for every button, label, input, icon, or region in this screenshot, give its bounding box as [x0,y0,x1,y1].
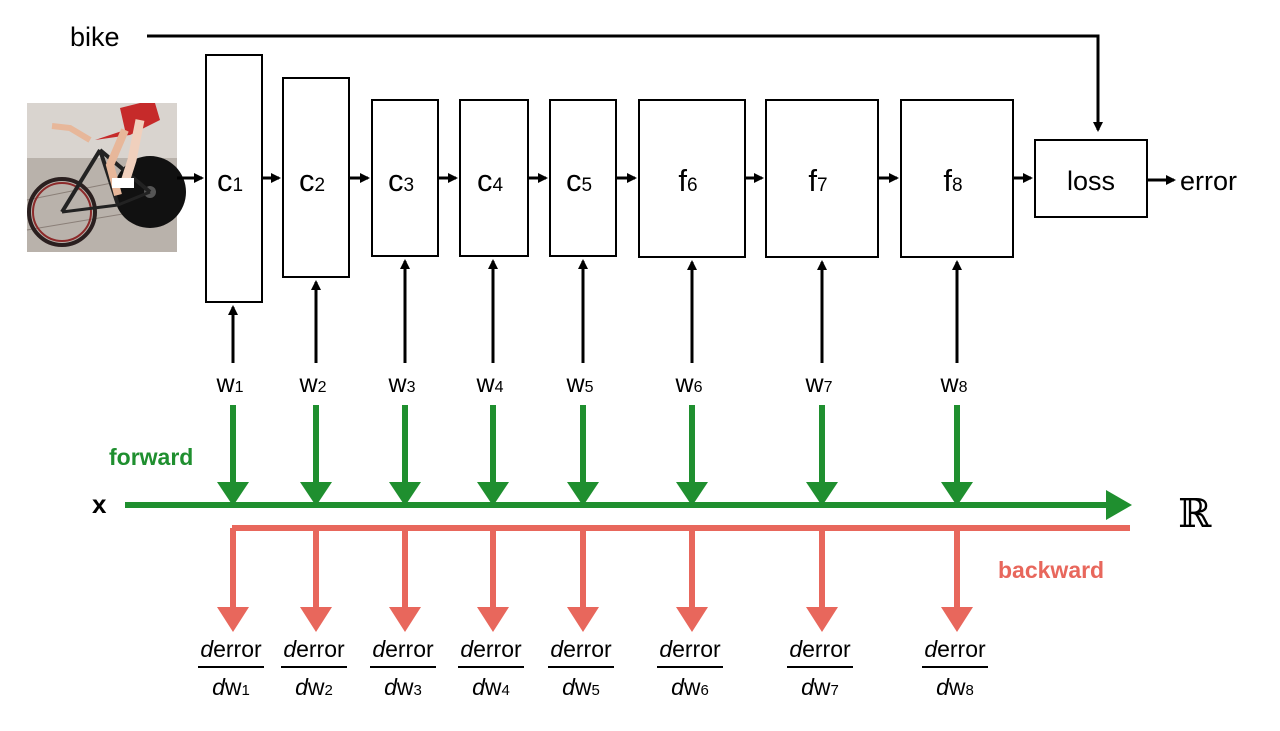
gradient-numerator-6: derror [659,636,721,662]
forward-arrowhead-2 [300,482,332,506]
bike-label: bike [70,22,120,52]
gradient-denominator-6: dw6 [671,674,709,700]
weight-label-w8: w8 [940,370,968,398]
gradient-denominator-2: dw2 [295,674,333,700]
label-line [147,34,1103,132]
backward-arrowhead-3 [389,607,421,632]
gradient-denominator-1: dw1 [212,674,250,700]
gradient-denominator-4: dw4 [472,674,510,700]
gradient-denominator-8: dw8 [936,674,974,700]
layer-box-f8 [900,99,1014,258]
forward-label: forward [109,444,193,470]
gradient-numerator-5: derror [550,636,612,662]
backward-arrowhead-5 [567,607,599,632]
backward-arrowhead-1 [217,607,249,632]
weight-label-w2: w2 [299,370,327,398]
backward-arrowhead-6 [676,607,708,632]
x-input-label: x [92,489,107,519]
backward-arrowhead-7 [806,607,838,632]
gradient-denominator-7: dw7 [801,674,839,700]
weight-label-w6: w6 [675,370,703,398]
gradient-numerator-3: derror [372,636,434,662]
backward-arrowhead-4 [477,607,509,632]
forward-arrowhead-8 [941,482,973,506]
forward-arrowhead-7 [806,482,838,506]
backward-arrowhead-2 [300,607,332,632]
weight-label-w1: w1 [216,370,244,398]
reals-label: ℝ [1178,491,1212,537]
gradient-numerator-8: derror [924,636,986,662]
gradient-numerator-4: derror [460,636,522,662]
layer-box-c5 [549,99,617,257]
forward-arrowhead-5 [567,482,599,506]
gradient-numerator-7: derror [789,636,851,662]
forward-arrowhead-1 [217,482,249,506]
weight-label-w5: w5 [566,370,594,398]
error-output-label: error [1180,166,1237,196]
loss-box [1034,139,1148,218]
gradient-denominator-3: dw3 [384,674,422,700]
layer-box-f6 [638,99,746,258]
weight-label-w3: w3 [388,370,416,398]
bike-photo [26,103,186,252]
backward-label: backward [998,557,1104,583]
weight-label-w4: w4 [476,370,504,398]
gradient-denominator-5: dw5 [562,674,600,700]
layer-box-c3 [371,99,439,257]
gradient-numerator-2: derror [283,636,345,662]
forward-axis-arrowhead [1106,490,1132,520]
backward-arrowhead-8 [941,607,973,632]
forward-arrowhead-6 [676,482,708,506]
loss-label: loss [1067,166,1115,196]
layer-box-c2 [282,77,350,278]
forward-arrowhead-3 [389,482,421,506]
weight-label-w7: w7 [805,370,833,398]
forward-arrowhead-4 [477,482,509,506]
gradient-numerator-1: derror [200,636,262,662]
layer-box-f7 [765,99,879,258]
